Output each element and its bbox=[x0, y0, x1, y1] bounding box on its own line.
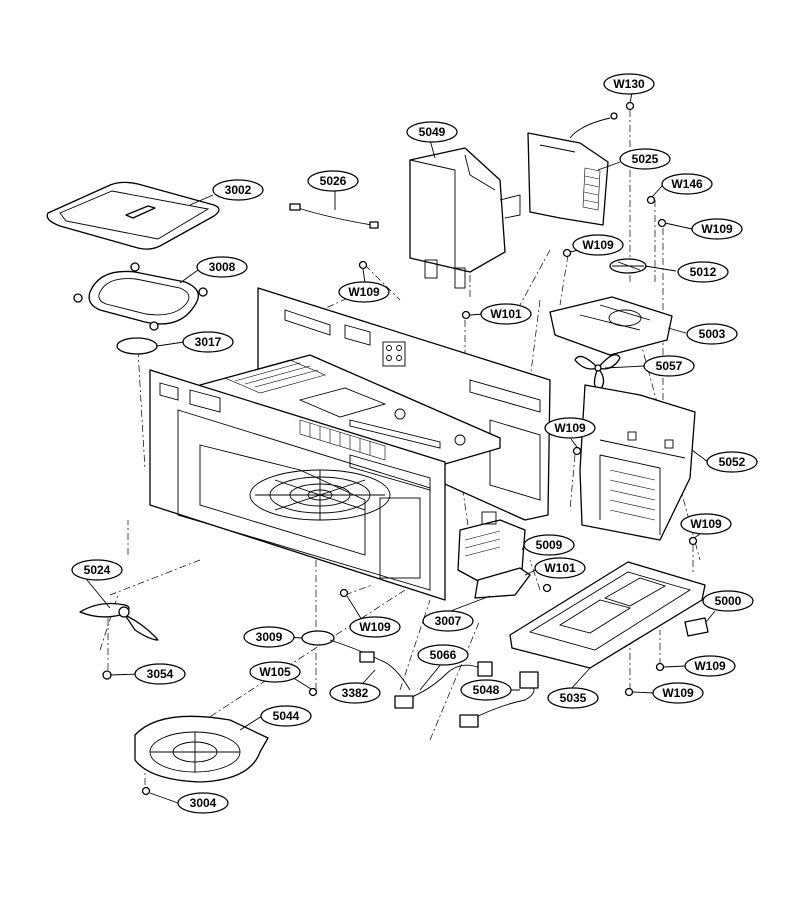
callout-label: 3008 bbox=[209, 260, 236, 274]
fan-blade-5057 bbox=[574, 354, 621, 391]
callout-label: W109 bbox=[662, 686, 694, 700]
callout-w130: W130 bbox=[603, 73, 655, 95]
callout-5044: 5044 bbox=[260, 705, 312, 727]
callout-w101-b: W101 bbox=[534, 557, 586, 579]
coupler-3017 bbox=[116, 337, 158, 355]
turntable-motor-3009 bbox=[301, 630, 411, 691]
callout-w109-e: W109 bbox=[680, 513, 732, 535]
callout-label: W101 bbox=[490, 307, 522, 321]
callout-label: 5003 bbox=[699, 327, 726, 341]
callout-label: W109 bbox=[701, 222, 733, 236]
callout-5049: 5049 bbox=[406, 121, 458, 143]
callout-label: W101 bbox=[544, 561, 576, 575]
callout-label: 3002 bbox=[225, 183, 252, 197]
nut-3054 bbox=[102, 670, 112, 680]
callout-3382: 3382 bbox=[329, 682, 381, 704]
callout-label: W109 bbox=[554, 421, 586, 435]
callout-label: W130 bbox=[613, 77, 645, 91]
callout-3008: 3008 bbox=[196, 256, 248, 278]
callout-w146: W146 bbox=[661, 173, 713, 195]
callout-3017: 3017 bbox=[182, 331, 234, 353]
callout-label: 5052 bbox=[719, 455, 746, 469]
callout-label: 3007 bbox=[435, 614, 462, 628]
callout-w101-a: W101 bbox=[480, 303, 532, 325]
stirrer-5024 bbox=[79, 602, 159, 641]
callout-label: 5048 bbox=[473, 683, 500, 697]
latch-5000 bbox=[684, 617, 709, 637]
callout-label: 5035 bbox=[560, 691, 587, 705]
callout-label: 5057 bbox=[656, 359, 683, 373]
callout-label: 3017 bbox=[195, 335, 222, 349]
callout-label: 5009 bbox=[536, 538, 563, 552]
callout-w109-d: W109 bbox=[544, 417, 596, 439]
callout-5066: 5066 bbox=[417, 644, 469, 666]
callout-5003: 5003 bbox=[686, 323, 738, 345]
callout-w109-a: W109 bbox=[691, 218, 743, 240]
air-guide-5049 bbox=[409, 147, 521, 289]
callout-label: 5000 bbox=[715, 594, 742, 608]
glass-tray-3002 bbox=[46, 181, 220, 250]
cable-5026 bbox=[289, 203, 379, 229]
callout-label: 3054 bbox=[147, 667, 174, 681]
base-plate-5035 bbox=[509, 561, 706, 669]
callout-w109-h: W109 bbox=[652, 682, 704, 704]
control-board-5025 bbox=[527, 112, 618, 226]
callout-label: 5044 bbox=[273, 709, 300, 723]
callout-5009: 5009 bbox=[523, 534, 575, 556]
harness-5066 bbox=[394, 661, 493, 709]
callout-3002: 3002 bbox=[212, 179, 264, 201]
callout-3004: 3004 bbox=[177, 792, 229, 814]
callout-label: W109 bbox=[582, 238, 614, 252]
callout-5000: 5000 bbox=[702, 590, 754, 612]
callout-3054: 3054 bbox=[134, 663, 186, 685]
duct-5052 bbox=[579, 384, 696, 541]
callout-label: W105 bbox=[259, 665, 291, 679]
callout-3009: 3009 bbox=[243, 626, 295, 648]
callout-w109-b: W109 bbox=[572, 234, 624, 256]
callout-label: 3004 bbox=[190, 796, 217, 810]
callout-label: 5025 bbox=[632, 152, 659, 166]
callout-label: 3382 bbox=[342, 686, 369, 700]
callout-label: W109 bbox=[694, 659, 726, 673]
callout-label: 5024 bbox=[84, 563, 111, 577]
callout-label: W109 bbox=[348, 285, 380, 299]
callout-label: W109 bbox=[359, 620, 391, 634]
oven-cavity bbox=[149, 287, 551, 601]
sensor-5012 bbox=[609, 258, 647, 274]
callout-5052: 5052 bbox=[706, 451, 758, 473]
callout-label: 5012 bbox=[690, 265, 717, 279]
callout-label: 5026 bbox=[320, 174, 347, 188]
callout-label: 3009 bbox=[256, 630, 283, 644]
callout-label: W146 bbox=[671, 177, 703, 191]
harness-5048 bbox=[459, 671, 539, 728]
callout-w109-f: W109 bbox=[349, 616, 401, 638]
callout-label: 5049 bbox=[419, 125, 446, 139]
callout-w105: W105 bbox=[249, 661, 301, 683]
callout-label: 5066 bbox=[430, 648, 457, 662]
callout-5048: 5048 bbox=[460, 679, 512, 701]
magnetron-5009 bbox=[457, 511, 531, 599]
base-cover-5044 bbox=[134, 715, 269, 783]
screws bbox=[141, 101, 698, 796]
callout-5012: 5012 bbox=[677, 261, 729, 283]
callout-3007: 3007 bbox=[422, 610, 474, 632]
callout-label: W109 bbox=[690, 517, 722, 531]
callout-5025: 5025 bbox=[619, 148, 671, 170]
callout-5035: 5035 bbox=[547, 687, 599, 709]
callout-w109-g: W109 bbox=[684, 655, 736, 677]
roller-ring-3008 bbox=[73, 262, 208, 331]
callout-5024: 5024 bbox=[71, 559, 123, 581]
callout-5057: 5057 bbox=[643, 355, 695, 377]
callout-w109-c: W109 bbox=[338, 281, 390, 303]
callout-5026: 5026 bbox=[307, 170, 359, 192]
fan-bracket-5003 bbox=[549, 296, 673, 356]
